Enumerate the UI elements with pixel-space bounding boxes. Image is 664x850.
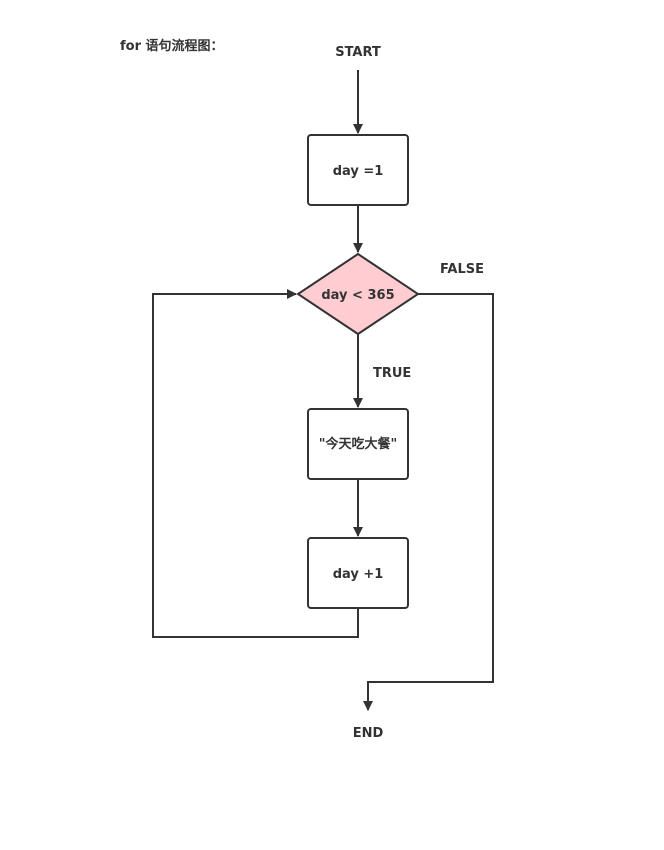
false-label: FALSE [440,262,484,277]
body-node: "今天吃大餐" [307,408,409,480]
arrow-false-to-end [363,293,494,711]
end-label: END [353,726,384,741]
condition-text: day < 365 [321,288,394,303]
arrow-loop-back-to-condition [152,289,359,638]
init-node: day =1 [307,134,409,206]
body-text: "今天吃大餐" [319,436,398,452]
start-label: START [335,45,381,60]
init-text: day =1 [333,164,384,179]
condition-node: day < 365 [296,252,420,336]
increment-node: day +1 [307,537,409,609]
increment-text: day +1 [333,567,384,582]
true-label: TRUE [373,366,411,381]
diagram-caption: for 语句流程图： [120,38,224,54]
